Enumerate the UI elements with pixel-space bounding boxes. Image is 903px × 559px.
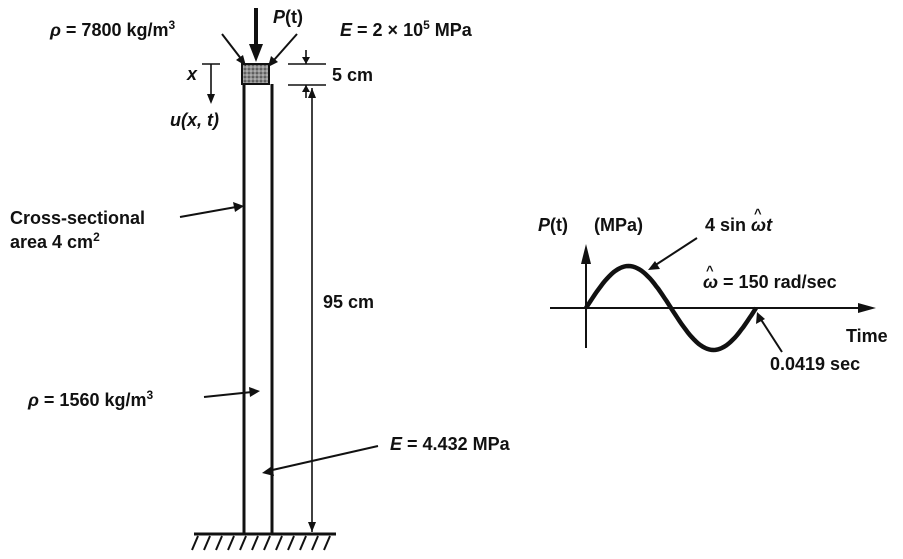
graph-y-symbol: P — [538, 215, 551, 235]
load-graph-axes — [550, 244, 876, 348]
curve-label-prefix: 4 sin — [705, 215, 752, 235]
load-arrow — [249, 8, 263, 62]
rod-modulus-symbol: E — [390, 434, 403, 454]
ground-support — [191, 532, 336, 551]
area-leader — [179, 202, 244, 218]
graph-y-unit: (MPa) — [594, 215, 643, 235]
period-label: 0.0419 sec — [770, 354, 861, 374]
rod-density-value: = 1560 kg/m — [43, 390, 147, 410]
modulus-exponent: 5 — [423, 18, 430, 32]
area-label-line1: Cross-sectional — [10, 208, 146, 228]
area-exponent: 2 — [93, 230, 100, 244]
rod-density-symbol: ρ — [28, 390, 39, 410]
modulus-value: = 2 × 10 — [357, 20, 424, 40]
omega-symbol: ω — [703, 261, 718, 292]
curve-label-leader — [648, 237, 698, 270]
modulus-symbol: E — [340, 20, 353, 40]
rod-modulus-leader — [262, 445, 379, 476]
density-exponent: 3 — [168, 18, 176, 32]
rod-density-exponent: 3 — [146, 388, 154, 402]
top-modulus-label: E = 2 × 105 MPa — [340, 18, 472, 40]
rod-modulus-value: = 4.432 MPa — [407, 434, 510, 454]
curve-label-omega: ω — [751, 204, 766, 235]
area-value: area 4 cm — [10, 232, 94, 252]
x-coordinate-arrow — [202, 63, 220, 104]
rod-length-label: 95 cm — [323, 292, 375, 312]
load-argument: (t) — [285, 7, 303, 27]
curve-label: 4 sin ωt — [705, 204, 773, 235]
x-label: x — [187, 64, 198, 84]
top-density-label: ρ = 7800 kg/m3 — [50, 18, 176, 40]
rod-density-label: ρ = 1560 kg/m3 — [28, 388, 154, 410]
rod-density-leader — [203, 387, 260, 398]
density-value: = 7800 kg/m — [65, 20, 169, 40]
top-density-leader — [221, 33, 246, 66]
graph-y-label: P(t) — [538, 215, 568, 235]
omega-label: ω = 150 rad/sec — [703, 261, 837, 292]
period-leader — [756, 312, 783, 353]
graph-y-argument: (t) — [550, 215, 568, 235]
rod-modulus-label: E = 4.432 MPa — [390, 434, 510, 454]
rod-length-dimension — [308, 88, 316, 532]
curve-label-time: t — [766, 215, 773, 235]
load-curve — [584, 263, 758, 353]
load-label: P(t) — [273, 7, 303, 27]
modulus-unit: MPa — [429, 20, 472, 40]
mass-length-label: 5 cm — [332, 65, 374, 85]
area-label-line2: area 4 cm2 — [10, 230, 100, 252]
top-modulus-leader — [268, 33, 298, 67]
mass-length-dimension — [288, 50, 326, 98]
top-mass-block — [241, 63, 270, 85]
omega-value: = 150 rad/sec — [723, 272, 837, 292]
graph-x-label: Time — [846, 326, 888, 346]
density-symbol: ρ — [50, 20, 61, 40]
load-symbol: P — [273, 7, 286, 27]
displacement-label: u(x, t) — [170, 110, 219, 130]
